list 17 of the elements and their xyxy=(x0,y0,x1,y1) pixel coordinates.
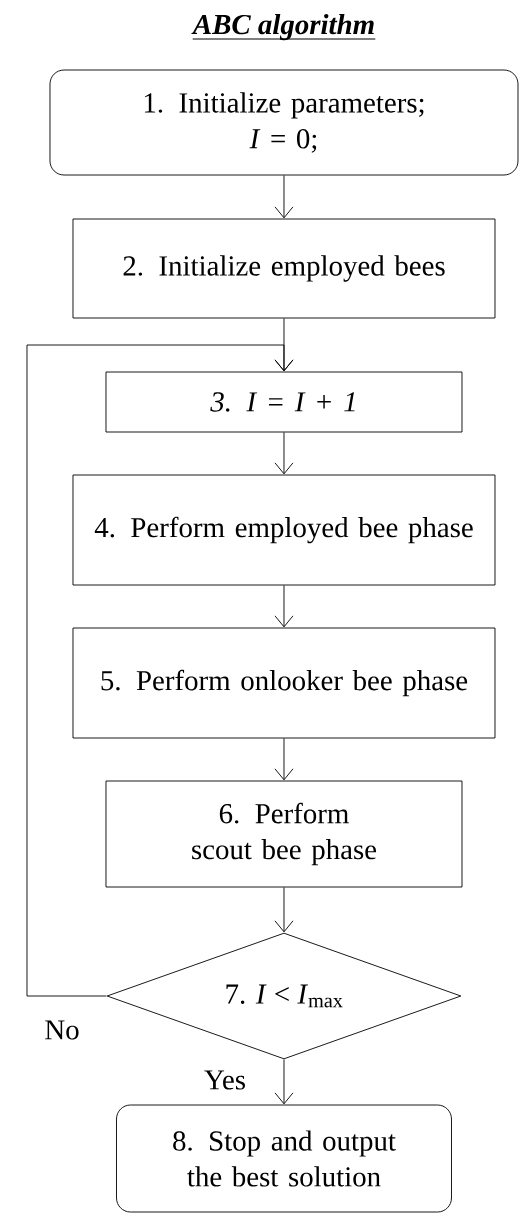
process-box: 5. Perform onlooker bee phase xyxy=(72,627,496,739)
process-box: 4. Perform employed bee phase xyxy=(72,474,496,586)
process-box: 3. I = I + 1 xyxy=(105,371,463,433)
process-box: 6. Perform scout bee phase xyxy=(105,780,463,888)
arrow xyxy=(274,432,294,475)
arrow xyxy=(274,585,294,628)
edge-label: Yes xyxy=(203,1069,247,1091)
arrow xyxy=(274,1059,294,1105)
arrow xyxy=(274,738,294,781)
terminal-box: 1. Initialize parameters; I = 0; xyxy=(49,69,519,176)
edge-label: No xyxy=(43,1019,81,1041)
arrow xyxy=(274,887,294,933)
arrow xyxy=(274,175,294,219)
arrow xyxy=(26,344,294,997)
title: ABC algorithm xyxy=(191,13,376,41)
process-box: 2. Initialize employed bees xyxy=(72,218,496,319)
terminal-box: 8. Stop and output the best solution xyxy=(116,1104,452,1213)
